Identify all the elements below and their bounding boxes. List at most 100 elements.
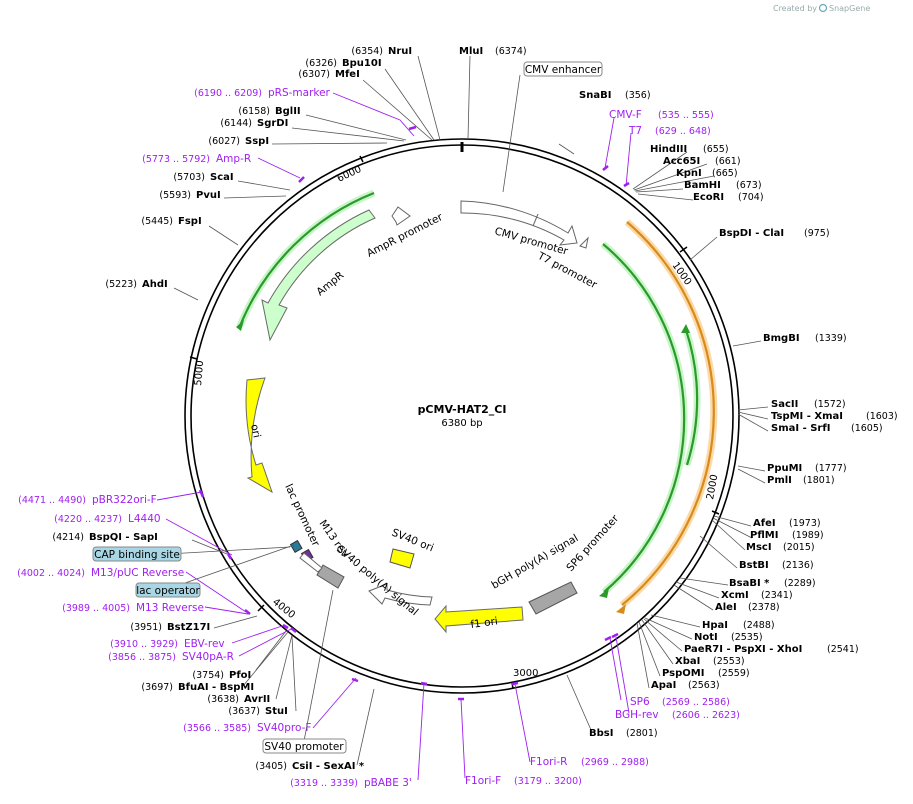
orf-green-arrowhead-3 bbox=[236, 320, 244, 331]
primer-t7-range: (629 .. 648) bbox=[655, 126, 711, 137]
site-bsaabi: BsaBI * (2289) bbox=[729, 578, 816, 589]
site-pfoi-name: PfoI bbox=[229, 670, 251, 681]
site-apai-pos: (2563) bbox=[688, 680, 720, 691]
f1-ori-arrow bbox=[434, 604, 524, 634]
primer-m13puc-range: (4002 .. 4024) bbox=[17, 568, 85, 579]
site-nrui-pos: (6354) bbox=[351, 46, 383, 57]
cmv-promoter-divider bbox=[532, 213, 539, 227]
site-bstbi-pos: (2136) bbox=[782, 560, 814, 571]
primer-cmvf: CMV-F (535 .. 555) bbox=[609, 109, 714, 121]
orf-halo-green-1 bbox=[600, 241, 688, 595]
primer-l4440-range: (4220 .. 4237) bbox=[54, 514, 122, 525]
site-stui: (3637) StuI bbox=[228, 706, 287, 717]
site-sacii: SacII (1572) bbox=[771, 399, 846, 410]
site-sspi: (6027) SspI bbox=[208, 136, 269, 147]
site-avrii: (3638) AvrII bbox=[207, 694, 270, 705]
site-bsaabi-pos: (2289) bbox=[784, 578, 816, 589]
site-hpai-name: HpaI bbox=[702, 620, 728, 631]
site-fspi: (5445) FspI bbox=[141, 216, 201, 227]
backbone-outer bbox=[184, 138, 740, 694]
box-cmv-enhancer: CMV enhancer bbox=[523, 61, 603, 77]
tick-label-4000: 4000 bbox=[270, 597, 297, 621]
primer-sp6-range: (2569 .. 2586) bbox=[662, 697, 730, 708]
site-csii: (3405) CsiI - SexAI * bbox=[255, 761, 365, 772]
site-stui-pos: (3637) bbox=[228, 706, 260, 717]
primer-cmvf-name: CMV-F bbox=[609, 109, 642, 121]
primer-ebv: (3910 .. 3929) EBV-rev bbox=[110, 638, 225, 650]
feature-ampr: AmpR bbox=[314, 269, 346, 298]
site-leader-lines bbox=[173, 55, 769, 766]
site-kpni-name: KpnI bbox=[676, 168, 702, 179]
primer-ampr: (5773 .. 5792) Amp-R bbox=[142, 153, 251, 165]
site-bmgbi-pos: (1339) bbox=[815, 333, 847, 344]
primer-sv40pro-range: (3566 .. 3585) bbox=[183, 723, 251, 734]
site-pvui-name: PvuI bbox=[196, 190, 221, 201]
site-nrui: (6354) NruI bbox=[351, 46, 412, 57]
site-kpni: KpnI (665) bbox=[676, 168, 738, 179]
site-bmgbi-name: BmgBI bbox=[763, 333, 800, 344]
tick-label-2000: 2000 bbox=[705, 474, 720, 501]
site-avrii-name: AvrII bbox=[244, 694, 270, 705]
site-bspdi: BspDI - ClaI (975) bbox=[719, 228, 830, 239]
site-tspmi: TspMI - XmaI (1603) bbox=[771, 411, 898, 422]
primer-t7-name: T7 bbox=[628, 125, 642, 137]
orf-green-arrowhead-2 bbox=[681, 324, 690, 333]
site-ecori-name: EcoRI bbox=[693, 192, 724, 203]
cmv-promoter-arrow bbox=[460, 200, 578, 246]
primer-prs-name: pRS-marker bbox=[268, 87, 331, 99]
site-csii-pos: (3405) bbox=[255, 761, 287, 772]
site-paer7i-name: PaeR7I - PspXI - XhoI bbox=[684, 644, 802, 655]
box-cap-site: CAP binding site bbox=[92, 546, 182, 562]
site-bspqi: (4214) BspQI - SapI bbox=[52, 532, 158, 543]
primer-pbabe: (3319 .. 3339) pBABE 3' bbox=[290, 777, 412, 789]
site-hindiii-name: HindIII bbox=[650, 144, 687, 155]
site-bstz17i: (3951) BstZ17I bbox=[130, 622, 210, 633]
site-sacii-pos: (1572) bbox=[814, 399, 846, 410]
site-sgrdi-pos: (6144) bbox=[220, 118, 252, 129]
site-fspi-name: FspI bbox=[178, 216, 202, 227]
primer-sv40pa-name: SV40pA-R bbox=[182, 651, 234, 663]
site-fspi-pos: (5445) bbox=[141, 216, 173, 227]
orf-arc-green-3 bbox=[238, 191, 375, 327]
lac-promoter-arrow bbox=[299, 552, 323, 573]
site-pspomi-name: PspOMI bbox=[662, 668, 704, 679]
site-paer7i: PaeR7I - PspXI - XhoI (2541) bbox=[684, 644, 859, 655]
site-bbsi-pos: (2801) bbox=[626, 728, 658, 739]
site-stui-name: StuI bbox=[265, 706, 288, 717]
primer-prs-range: (6190 .. 6209) bbox=[194, 88, 262, 99]
site-xcmi-pos: (2341) bbox=[761, 590, 793, 601]
primer-f1r-name: F1ori-R bbox=[530, 756, 567, 768]
ampr-gene-arrow bbox=[261, 209, 376, 342]
orf-arc-green-2 bbox=[684, 329, 699, 466]
site-noti-pos: (2535) bbox=[731, 632, 763, 643]
primer-sv40pa-range: (3856 .. 3875) bbox=[108, 652, 176, 663]
site-ahdi: (5223) AhdI bbox=[105, 279, 167, 290]
site-acc65i-name: Acc65I bbox=[663, 156, 700, 167]
site-bglii: (6158) BglII bbox=[238, 106, 300, 117]
site-bfuai-name: BfuAI - BspMI bbox=[178, 682, 254, 693]
site-mlui: MluI (6374) bbox=[459, 46, 527, 57]
site-apai-name: ApaI bbox=[651, 680, 676, 691]
primer-pbr322-range: (4471 .. 4490) bbox=[18, 495, 86, 506]
site-sspi-pos: (6027) bbox=[208, 136, 240, 147]
site-xcmi-name: XcmI bbox=[721, 590, 749, 601]
site-mlui-name: MluI bbox=[459, 46, 483, 57]
site-msci-name: MscI bbox=[746, 542, 772, 553]
primer-ring-marks bbox=[198, 125, 630, 701]
site-snabi-pos: (356) bbox=[625, 90, 651, 101]
site-pfoi: (3754) PfoI bbox=[192, 670, 251, 681]
primer-sp6: SP6 (2569 .. 2586) bbox=[630, 696, 730, 708]
site-acc65i-pos: (661) bbox=[715, 156, 741, 167]
site-bbsi: BbsI (2801) bbox=[589, 728, 658, 739]
site-mfei-name: MfeI bbox=[335, 69, 360, 80]
primer-sv40pa: (3856 .. 3875) SV40pA-R bbox=[108, 651, 234, 663]
site-snabi-name: SnaBI bbox=[579, 90, 611, 101]
site-ppumi: PpuMI (1777) bbox=[767, 463, 847, 474]
site-hpai-pos: (2488) bbox=[743, 620, 775, 631]
primer-sv40pro-name: SV40pro-F bbox=[257, 722, 311, 734]
primer-ebv-name: EBV-rev bbox=[184, 638, 225, 650]
site-noti-name: NotI bbox=[694, 632, 718, 643]
t7-promoter-arrow bbox=[579, 236, 589, 249]
site-paer7i-pos: (2541) bbox=[827, 644, 859, 655]
